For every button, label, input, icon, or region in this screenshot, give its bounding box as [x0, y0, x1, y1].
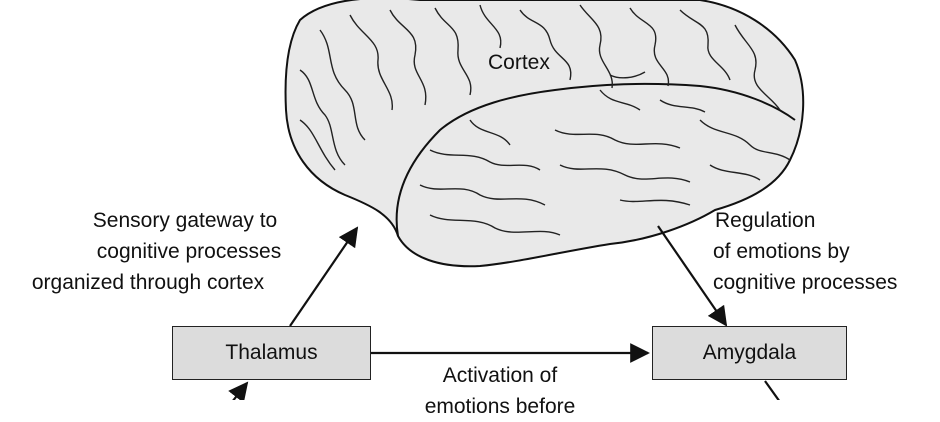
brain-diagram [228, 0, 805, 400]
thalamus-box: Thalamus [172, 326, 371, 380]
arrow-cortex-to-amygdala [657, 225, 728, 327]
temporal-lobe [395, 82, 796, 237]
arrow-thalamus-to-cortex [289, 226, 359, 327]
left-annotation-line-3: organized through cortex [31, 271, 265, 294]
amygdala-box: Amygdala [652, 326, 847, 380]
arrow-incoming-to-thalamus [228, 381, 249, 400]
right-annotation: Regulation of emotions by cognitive proc… [713, 205, 897, 298]
right-annotation-line-1: Regulation [715, 209, 816, 232]
left-annotation-line-2: cognitive processes [96, 240, 282, 263]
bottom-annotation-line-1: Activation of [442, 364, 558, 387]
cortex-label: Cortex [488, 51, 550, 74]
right-annotation-line-3: cognitive processes [713, 271, 898, 294]
amygdala-label: Amygdala [702, 341, 797, 364]
brain-gyri [299, 4, 791, 236]
right-annotation-line-2: of emotions by [713, 240, 850, 263]
left-annotation-line-1: Sensory gateway to [92, 209, 278, 232]
arrow-amygdala-outgoing [764, 380, 780, 400]
brain-illustration [284, 0, 805, 268]
bottom-annotation: Activation of emotions before [390, 360, 610, 422]
left-annotation: Sensory gateway to cognitive processes o… [0, 205, 370, 298]
bottom-annotation-line-2: emotions before [424, 395, 576, 418]
thalamus-label: Thalamus [225, 341, 318, 364]
